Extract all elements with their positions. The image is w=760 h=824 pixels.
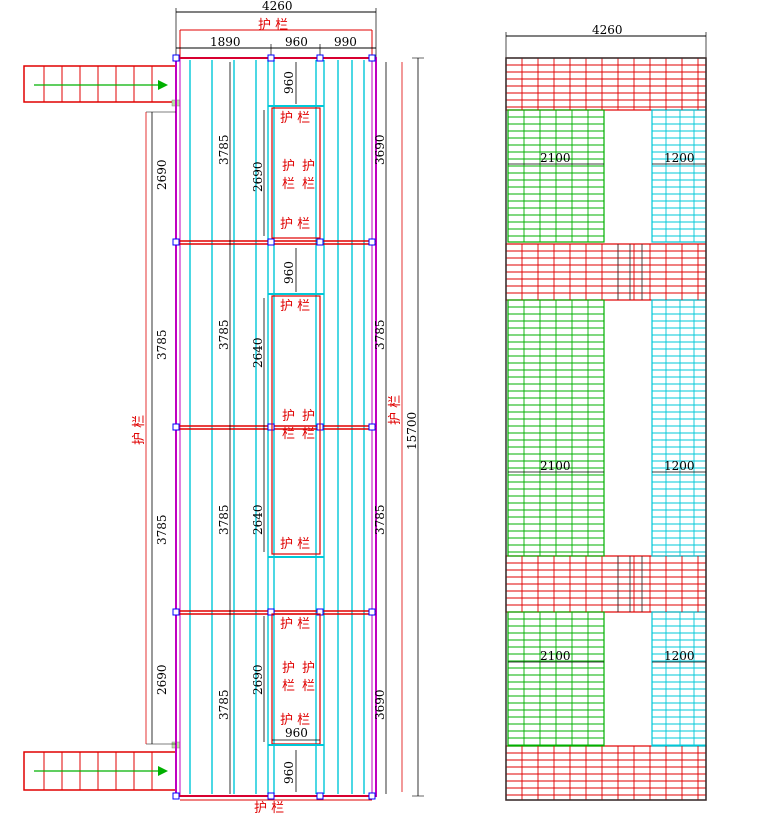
left-dim-3: 3785 — [155, 514, 169, 545]
top-railing: 护 栏 — [179, 18, 373, 58]
left-dim-2: 3785 — [155, 329, 169, 360]
left-dim-1: 2690 — [155, 159, 169, 190]
left-segment-dims: 2690 3785 3785 2690 — [146, 111, 176, 745]
stair-top — [23, 65, 181, 107]
right-segment-dims: 3690 3785 3785 3690 — [373, 62, 387, 794]
bay-width-3: 990 — [334, 35, 357, 49]
zone-left-dim-1: 2100 — [540, 151, 571, 165]
bay-width-2: 960 — [285, 35, 308, 49]
right-railing-label: 护 栏 — [388, 395, 403, 425]
zone-right-dim-1: 1200 — [664, 151, 695, 165]
zone-right-dim-3: 1200 — [664, 649, 695, 663]
right-dim-3: 3785 — [373, 504, 387, 535]
total-length-dimension: 15700 — [405, 57, 424, 797]
left-dim-4: 2690 — [155, 664, 169, 695]
railing-char: 护 — [302, 661, 315, 676]
railing-char: 护 — [282, 661, 295, 676]
mid-opening-hatch — [617, 556, 643, 612]
right-dim-1: 3690 — [373, 134, 387, 165]
right-platform-frame — [505, 57, 707, 801]
bottom-railing: 护 栏 — [180, 799, 372, 816]
cross-beams — [176, 57, 376, 797]
opening-dim-2: 2640 — [251, 337, 265, 368]
overall-width-dimension: 4260 — [175, 0, 377, 58]
green-deck-hatch — [508, 612, 604, 746]
zone-right-dim-2: 1200 — [664, 459, 695, 473]
opening-length-dims: 2690 2640 2640 2690 — [251, 110, 265, 742]
right-dim-4: 3690 — [373, 689, 387, 720]
inner-bay-dims: 3785 3785 3785 3785 — [217, 62, 231, 794]
node-markers — [172, 54, 376, 800]
stair-bottom — [23, 741, 181, 791]
railing-label: 护 栏 — [280, 299, 310, 314]
platform-frame — [175, 57, 377, 797]
opening-dim-1: 2690 — [251, 161, 265, 192]
railing-label: 护 栏 — [280, 537, 310, 552]
railing-label: 护 栏 — [280, 713, 310, 728]
opening-offset-mid: 960 — [282, 261, 296, 284]
red-deck-hatch — [506, 244, 706, 300]
railing-label: 护 栏 — [280, 217, 310, 232]
bay-width-1: 1890 — [210, 35, 241, 49]
opening-width-bottom: 960 — [285, 726, 308, 740]
railing-char: 栏 — [282, 177, 295, 192]
openings — [268, 105, 324, 746]
left-railing: 护 栏 — [132, 112, 147, 744]
inner-dim-3: 3785 — [217, 504, 231, 535]
top-railing-label: 护 栏 — [258, 18, 288, 33]
right-plan: 4260 2100 1200 — [505, 23, 707, 801]
opening-width-dims: 960 960 960 960 — [272, 62, 320, 792]
green-deck-hatch — [508, 300, 604, 556]
opening-offset-top: 960 — [282, 71, 296, 94]
opening-dim-3: 2640 — [251, 504, 265, 535]
railing-label: 护 栏 — [280, 111, 310, 126]
railing-char: 护 — [282, 409, 295, 424]
cyan-deck-hatch — [652, 110, 706, 242]
railing-char: 栏 — [302, 679, 315, 694]
zone-left-dim-2: 2100 — [540, 459, 571, 473]
inner-dim-4: 3785 — [217, 689, 231, 720]
cyan-deck-hatch — [652, 300, 706, 556]
bay-width-dimensions: 1890 960 990 — [176, 35, 376, 58]
overall-width-label: 4260 — [262, 0, 293, 13]
opening-railing-labels: 护 栏 护 栏 护 栏 护 栏 护 栏 护 栏 护 栏 护 栏 护 栏 护 栏 … — [280, 111, 315, 728]
opening-dim-4: 2690 — [251, 664, 265, 695]
joists — [189, 60, 365, 794]
left-plan: 4260 护 栏 1890 960 990 — [23, 0, 424, 816]
opening-offset-lower: 960 — [282, 761, 296, 784]
right-overall-width-dimension: 4260 — [505, 23, 707, 58]
railing-char: 栏 — [282, 679, 295, 694]
railing-char: 栏 — [282, 427, 295, 442]
red-deck-hatch — [506, 746, 706, 800]
right-railing: 护 栏 — [388, 62, 403, 792]
green-deck-hatch — [508, 110, 604, 242]
inner-dim-1: 3785 — [217, 134, 231, 165]
railing-char: 护 — [302, 409, 315, 424]
mid-opening-hatch — [617, 244, 643, 300]
total-length-label: 15700 — [405, 412, 419, 450]
railing-label: 护 栏 — [280, 617, 310, 632]
bottom-railing-label: 护 栏 — [254, 801, 284, 816]
red-deck-hatch — [506, 58, 706, 110]
railing-char: 护 — [282, 159, 295, 174]
railing-char: 护 — [302, 159, 315, 174]
cyan-deck-hatch — [652, 612, 706, 746]
railing-char: 栏 — [302, 177, 315, 192]
zone-left-dim-3: 2100 — [540, 649, 571, 663]
left-railing-label: 护 栏 — [132, 415, 147, 445]
zone-dimension-labels: 2100 1200 2100 1200 2100 1200 — [508, 151, 706, 663]
right-dim-2: 3785 — [373, 319, 387, 350]
red-deck-hatch — [506, 556, 706, 612]
right-overall-width-label: 4260 — [592, 23, 623, 37]
railing-char: 栏 — [302, 427, 315, 442]
inner-dim-2: 3785 — [217, 319, 231, 350]
